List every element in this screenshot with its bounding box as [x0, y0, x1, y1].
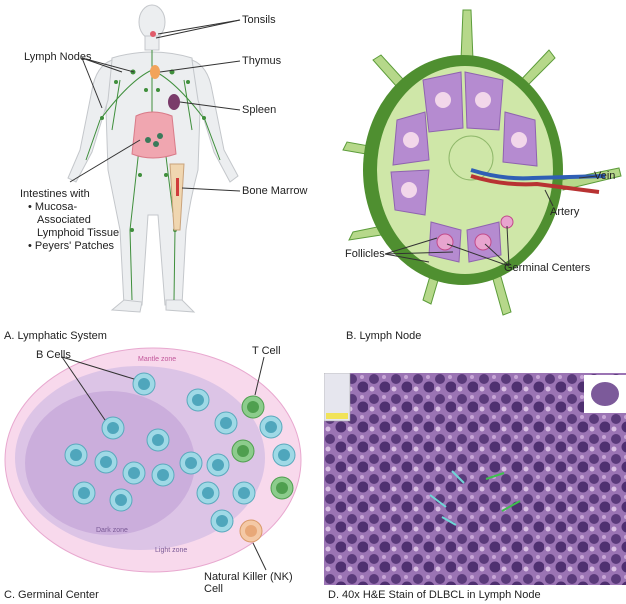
panel-lymphatic-system: Tonsils Lymph Nodes Thymus Spleen Bone M… — [0, 0, 313, 342]
peyers-patches — [145, 133, 163, 147]
label-germinal-centers: Germinal Centers — [504, 262, 591, 274]
pointer-lines-a — [69, 19, 241, 192]
pointer-lines-c — [61, 356, 267, 571]
artery-vessel — [470, 174, 600, 194]
vein-vessel — [470, 168, 606, 181]
caption-panel-a: A. Lymphatic System — [4, 330, 107, 342]
b-cell-nuclei — [70, 378, 290, 527]
label-light-zone: Light zone — [155, 547, 188, 554]
label-follicles: Follicles — [345, 248, 385, 260]
caption-panel-d: D. 40x H&E Stain of DLBCL in Lymph Node — [328, 589, 541, 601]
label-vein: Vein — [594, 170, 616, 182]
caption-panel-b: B. Lymph Node — [346, 330, 422, 342]
label-dark-zone: Dark zone — [96, 527, 128, 534]
lymph-node-illustration — [342, 9, 622, 316]
lymphatic-system-illustration — [67, 4, 241, 313]
bullet-mucosa-line3: Lymphoid Tissue — [37, 227, 120, 239]
tissue-field — [324, 373, 626, 585]
label-spleen: Spleen — [242, 104, 277, 116]
label-artery: Artery — [550, 206, 580, 218]
label-nk-cell: Natural Killer (NK) Cell — [204, 571, 293, 595]
t-cell-nuclei — [237, 401, 288, 494]
nk-cell-nucleus — [245, 525, 257, 537]
bullet-peyers-text: Peyers' Patches — [34, 240, 115, 252]
bullet-mucosa-line1: Mucosa- — [34, 201, 78, 213]
caption-panel-c: C. Germinal Center — [4, 589, 99, 601]
panel-he-stain: D. 40x H&E Stain of DLBCL in Lymph Node — [313, 345, 626, 604]
femur-bone — [169, 163, 185, 231]
label-t-cell: T Cell — [252, 345, 281, 357]
label-bone-marrow: Bone Marrow — [242, 185, 308, 197]
label-thymus: Thymus — [242, 55, 282, 67]
thymus-organ — [150, 65, 160, 79]
intestines-organ — [131, 111, 177, 159]
bullet-mucosa-line2: Associated — [37, 214, 91, 226]
label-intestines-title: Intestines with — [20, 188, 90, 200]
bone-marrow-mark — [176, 178, 179, 196]
medulla — [448, 135, 494, 181]
bullet-peyers: • Peyers' Patches — [28, 240, 115, 252]
pointer-lines-b — [384, 175, 598, 267]
label-intestines: Intestines with • Mucosa- Associated Lym… — [20, 188, 119, 253]
panel-germinal-center: B Cells T Cell Mantle zone Dark zone Lig… — [0, 345, 313, 604]
label-mantle-zone: Mantle zone — [138, 356, 177, 363]
spleen-organ — [168, 94, 180, 110]
viewer-toolbar-highlight — [326, 413, 348, 419]
human-body — [67, 4, 239, 313]
germinal-center-illustration — [4, 347, 302, 573]
label-b-cells: B Cells — [36, 349, 71, 361]
panel-lymph-node: Vein Artery Follicles Germinal Centers B… — [313, 0, 626, 345]
he-stain-micrograph — [324, 373, 626, 585]
label-lymph-nodes: Lymph Nodes — [24, 51, 92, 63]
tonsils-mark — [150, 31, 156, 37]
label-tonsils: Tonsils — [242, 14, 276, 26]
lobule-centers — [401, 92, 527, 198]
slide-thumbnail-tissue — [591, 382, 619, 406]
bullet-mucosa: • Mucosa- — [28, 201, 78, 213]
annotation-arrows — [429, 470, 521, 526]
